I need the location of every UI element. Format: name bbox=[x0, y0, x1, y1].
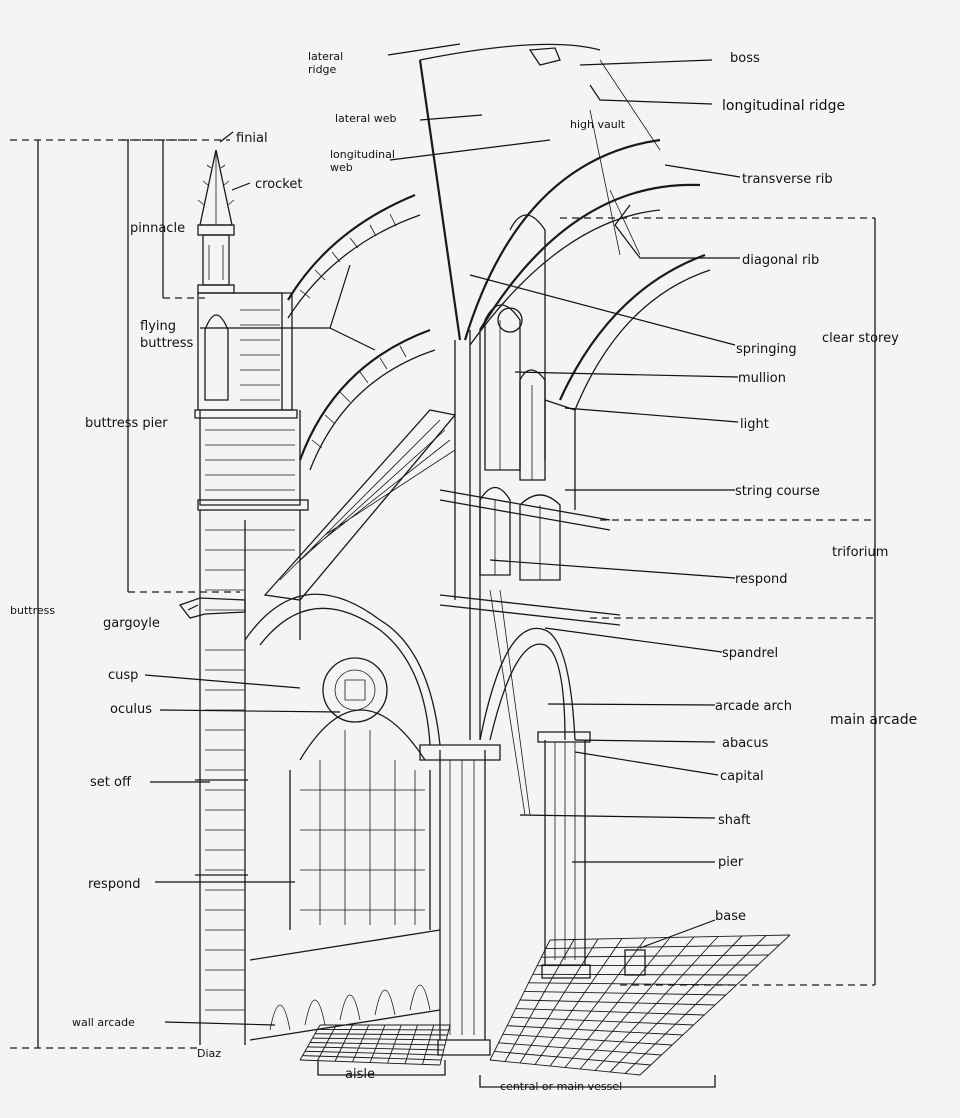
dimension-lines bbox=[10, 139, 876, 1088]
label-high-vault: high vault bbox=[570, 118, 626, 131]
label-transverse-rib: transverse rib bbox=[742, 172, 833, 187]
flying-buttress-drawing bbox=[263, 193, 457, 601]
label-signature: Diaz bbox=[197, 1047, 221, 1060]
label-arcade-arch: arcade arch bbox=[715, 699, 792, 714]
label-abacus: abacus bbox=[722, 736, 769, 751]
label-triforium: triforium bbox=[832, 545, 888, 560]
label-light: light bbox=[740, 417, 769, 432]
label-diagonal-rib: diagonal rib bbox=[742, 253, 819, 268]
label-wall-arcade: wall arcade bbox=[72, 1016, 135, 1029]
leader-lines bbox=[144, 43, 741, 1026]
label-oculus: oculus bbox=[110, 702, 152, 717]
buttress-pier-drawing bbox=[178, 149, 309, 1045]
label-pinnacle: pinnacle bbox=[130, 221, 185, 236]
label-boss: boss bbox=[730, 51, 760, 66]
label-crocket: crocket bbox=[255, 177, 302, 192]
nave-elevation-drawing bbox=[244, 43, 711, 1056]
label-central-vessel: central or main vessel bbox=[500, 1080, 622, 1093]
label-capital: capital bbox=[720, 769, 764, 784]
label-pier: pier bbox=[718, 855, 744, 870]
label-string-course: string course bbox=[735, 484, 820, 499]
label-buttress: buttress bbox=[10, 604, 55, 617]
label-mullion: mullion bbox=[738, 371, 786, 386]
label-base: base bbox=[715, 909, 746, 924]
label-shaft: shaft bbox=[718, 813, 750, 828]
label-main-arcade: main arcade bbox=[830, 712, 917, 728]
label-aisle: aisle bbox=[345, 1067, 375, 1082]
label-spandrel: spandrel bbox=[722, 646, 778, 661]
label-clear-storey: clear storey bbox=[822, 331, 899, 346]
label-gargoyle: gargoyle bbox=[103, 616, 160, 631]
label-respond-lower: respond bbox=[88, 877, 141, 892]
label-finial: finial bbox=[236, 131, 268, 146]
label-springing: springing bbox=[736, 342, 797, 357]
label-respond-upper: respond bbox=[735, 572, 788, 587]
label-longitudinal-ridge: longitudinal ridge bbox=[722, 98, 845, 114]
label-buttress-pier: buttress pier bbox=[85, 416, 168, 431]
label-set-off: set off bbox=[90, 775, 132, 790]
label-cusp: cusp bbox=[108, 668, 138, 683]
label-lateral-web: lateral web bbox=[335, 112, 396, 125]
